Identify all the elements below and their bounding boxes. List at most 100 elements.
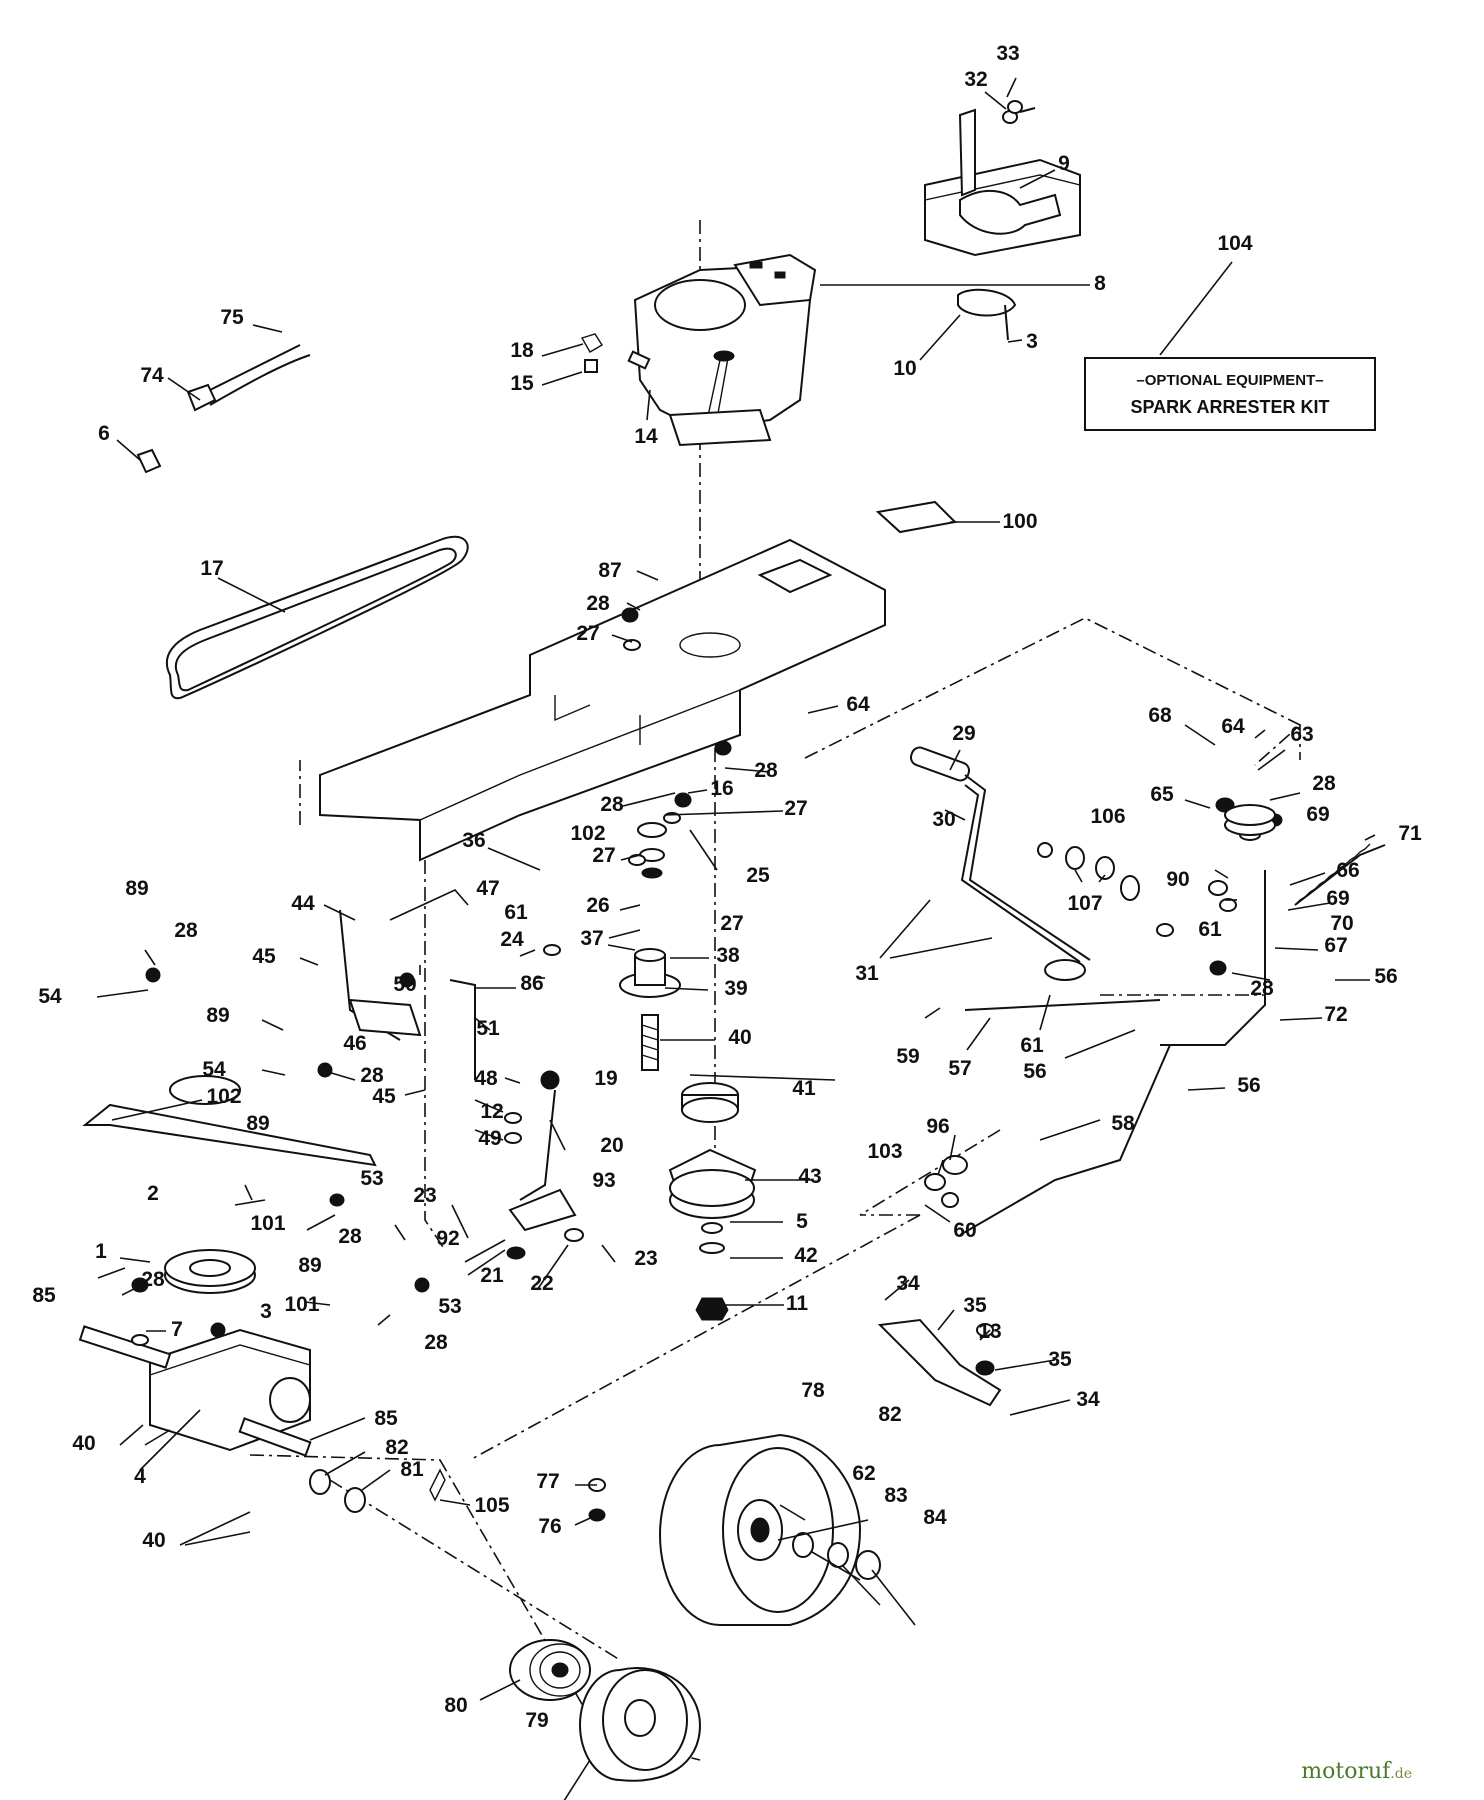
callout-c82a: 82	[385, 1436, 408, 1459]
callout-c27a: 27	[576, 622, 599, 645]
callout-c54b: 54	[202, 1058, 226, 1081]
callout-c39: 39	[724, 977, 747, 1000]
callout-c61c: 61	[1020, 1034, 1044, 1057]
callout-c28b: 28	[754, 759, 778, 782]
callout-c56c: 56	[1237, 1074, 1260, 1097]
callout-c46: 46	[343, 1032, 366, 1055]
callout-c49: 49	[478, 1127, 501, 1150]
callout-c3b: 3	[260, 1300, 272, 1323]
svg-text:motoruf.de: motoruf.de	[1301, 1759, 1412, 1784]
callout-c9: 9	[1058, 152, 1070, 175]
callout-c42: 42	[794, 1244, 817, 1267]
callout-c85b: 85	[374, 1407, 398, 1430]
callout-c96: 96	[926, 1115, 949, 1138]
callout-c2: 2	[147, 1182, 159, 1205]
callout-c83: 83	[884, 1484, 907, 1507]
callout-c23a: 23	[413, 1184, 436, 1207]
muffler	[924, 107, 1081, 341]
callout-c74: 74	[140, 364, 164, 387]
callout-c16: 16	[710, 777, 733, 800]
callout-c15: 15	[510, 372, 534, 395]
callout-c28e: 28	[360, 1064, 384, 1087]
callout-c20: 20	[600, 1134, 623, 1157]
callout-c48: 48	[474, 1067, 498, 1090]
callout-c31: 31	[855, 962, 879, 985]
callout-c58: 58	[1111, 1112, 1135, 1135]
callout-c8: 8	[1094, 272, 1106, 295]
callout-c70: 70	[1330, 912, 1353, 935]
callout-c35b: 35	[1048, 1348, 1072, 1371]
callout-c45a: 45	[252, 945, 276, 968]
callout-c57: 57	[948, 1057, 971, 1080]
callout-c65: 65	[1150, 783, 1174, 806]
callout-c80: 80	[444, 1694, 467, 1717]
callout-c66: 66	[1336, 859, 1359, 882]
callout-104: 104	[1217, 232, 1252, 255]
callout-c27b: 27	[784, 797, 807, 820]
callout-c27c: 27	[592, 844, 615, 867]
callout-c64a: 64	[846, 693, 870, 716]
callout-c77: 77	[536, 1470, 559, 1493]
callout-c84: 84	[923, 1506, 947, 1529]
callout-c13: 13	[978, 1320, 1001, 1343]
callout-c28h: 28	[424, 1331, 448, 1354]
callout-c87: 87	[598, 559, 621, 582]
callout-c35a: 35	[963, 1294, 987, 1317]
callout-c27d: 27	[720, 912, 743, 935]
callout-c54a: 54	[38, 985, 62, 1008]
callout-c51: 51	[476, 1017, 500, 1040]
callout-c103: 103	[867, 1140, 902, 1163]
callout-c6: 6	[98, 422, 110, 445]
optional-equipment-frame	[1084, 357, 1376, 431]
callout-c38: 38	[716, 944, 740, 967]
callout-c101b: 101	[284, 1293, 319, 1316]
callout-c78: 78	[801, 1379, 825, 1402]
engine	[580, 253, 817, 447]
callout-c37: 37	[580, 927, 603, 950]
callout-c93: 93	[592, 1169, 615, 1192]
callout-c69b: 69	[1326, 887, 1349, 910]
decal-part	[875, 500, 958, 534]
callout-c28d: 28	[174, 919, 198, 942]
callout-c50: 50	[393, 973, 416, 996]
callout-c82b: 82	[878, 1403, 901, 1426]
callout-c89c: 89	[246, 1112, 269, 1135]
callout-c26: 26	[586, 894, 609, 917]
callout-c45b: 45	[372, 1085, 396, 1108]
callout-c25: 25	[746, 864, 770, 887]
callout-c28j: 28	[1250, 977, 1274, 1000]
callout-c44: 44	[291, 892, 315, 915]
leader-lines	[96, 77, 1376, 1800]
callout-c36: 36	[462, 829, 485, 852]
callout-c107: 107	[1067, 892, 1102, 915]
callout-c53b: 53	[438, 1295, 461, 1318]
callout-c62: 62	[852, 1462, 875, 1485]
callout-c10: 10	[893, 357, 916, 380]
callout-c59: 59	[896, 1045, 919, 1068]
callout-c68: 68	[1148, 704, 1172, 727]
callout-c28g: 28	[141, 1268, 165, 1291]
callout-c102b: 102	[206, 1085, 241, 1108]
callout-c24: 24	[500, 928, 524, 951]
callout-c56a: 56	[1374, 965, 1397, 988]
callout-c75: 75	[220, 306, 244, 329]
callout-c89a: 89	[125, 877, 148, 900]
callout-c4: 4	[134, 1465, 146, 1488]
callout-c28c: 28	[600, 793, 624, 816]
optional-equipment-label: –OPTIONAL EQUIPMENT–	[1136, 372, 1323, 389]
callout-c69a: 69	[1306, 803, 1329, 826]
callout-c102a: 102	[570, 822, 605, 845]
callout-c89b: 89	[206, 1004, 229, 1027]
callout-c81: 81	[400, 1458, 424, 1481]
watermark-suffix: .de	[1390, 1766, 1412, 1782]
callout-c1: 1	[95, 1240, 107, 1263]
callout-c23b: 23	[634, 1247, 657, 1270]
callout-c28i: 28	[1312, 772, 1336, 795]
callout-c79: 79	[525, 1709, 548, 1732]
callout-c41: 41	[792, 1077, 816, 1100]
callout-c11: 11	[786, 1292, 809, 1315]
callout-c40b: 40	[72, 1432, 95, 1455]
callout-c29: 29	[952, 722, 975, 745]
wheel-hub	[509, 1639, 591, 1701]
